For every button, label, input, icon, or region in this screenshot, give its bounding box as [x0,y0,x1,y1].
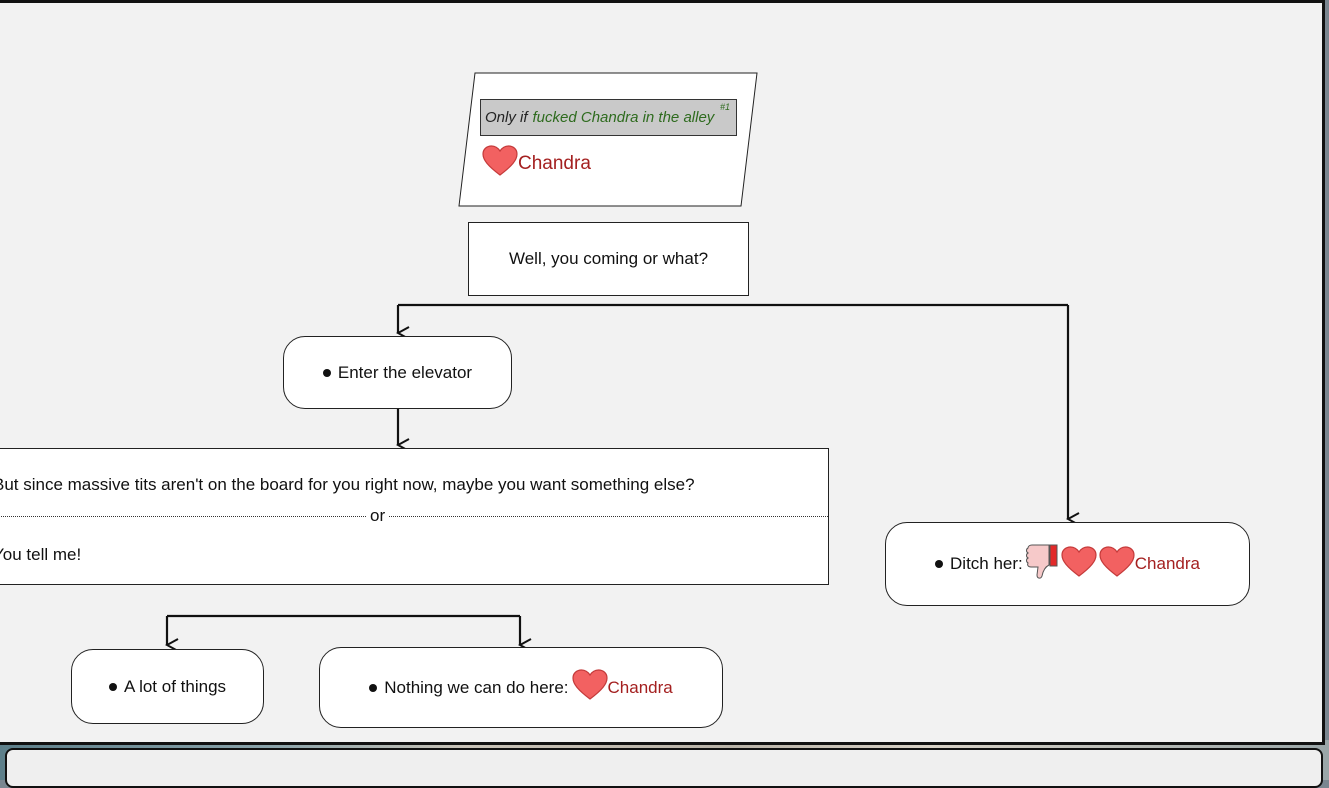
dialogue-panel [5,748,1323,788]
response-node: But since massive tits aren't on the boa… [0,448,829,585]
character-name: Chandra [607,677,673,697]
choice-label: A lot of things [123,676,227,696]
condition-flag: fucked Chandra in the alley [532,109,715,126]
choice-label: Enter the elevator [337,362,473,382]
heart-icon [482,145,518,183]
start-node-character: Chandra [482,145,591,183]
condition-prefix: Only if [485,109,528,126]
response-separator-text: or [367,506,389,526]
condition-tag: Only if fucked Chandra in the alley #1 [480,99,737,136]
dialogue-text: Well, you coming or what? [508,249,709,268]
response-line-1: But since massive tits aren't on the boa… [0,475,695,494]
flowchart-panel: Only if fucked Chandra in the alley #1 C… [0,0,1325,745]
heart-icon [571,669,608,706]
heart-icon [1061,545,1097,583]
choice-ditch-her[interactable]: Ditch her: Chandra [885,522,1250,606]
bullet [369,683,378,692]
dialogue-node: Well, you coming or what? [468,222,749,296]
character-name: Chandra [518,153,591,174]
start-node-shape [458,72,758,207]
choice-nothing-here[interactable]: Nothing we can do here: Chandra [319,647,723,728]
response-line-2: You tell me! [0,545,82,564]
bullet [935,560,944,568]
choice-label: Ditch her: [950,554,1023,573]
condition-ref: #1 [719,102,730,112]
bullet [322,368,331,377]
bullet [108,682,117,691]
response-separator-line [0,516,828,518]
character-name: Chandra [1134,554,1200,573]
choice-enter-elevator[interactable]: Enter the elevator [283,336,512,409]
choice-label: Nothing we can do here: [384,677,569,697]
heart-icon [1099,545,1135,583]
choice-a-lot-of-things[interactable]: A lot of things [71,649,264,724]
thumbs-down-icon [1025,543,1061,586]
